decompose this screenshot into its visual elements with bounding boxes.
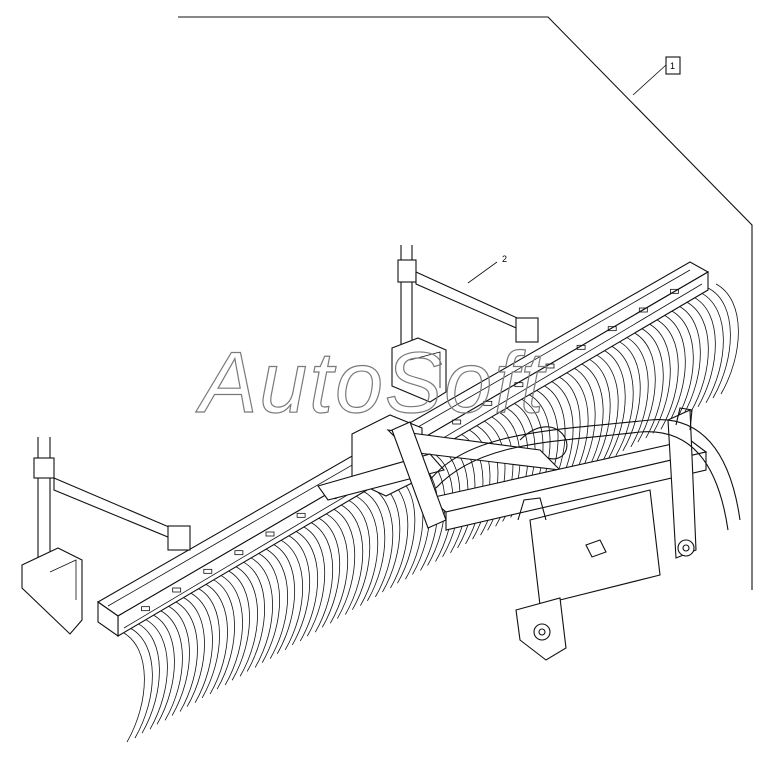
tine xyxy=(242,561,265,672)
beam-hole xyxy=(607,326,617,332)
tine-edge xyxy=(685,301,709,412)
tine-edge xyxy=(234,565,258,677)
angle-link xyxy=(391,421,447,529)
tine-edge xyxy=(189,592,213,703)
tine xyxy=(467,428,491,540)
tine-edge xyxy=(219,574,243,686)
tine xyxy=(692,296,716,408)
beam-hole xyxy=(576,344,586,350)
tine xyxy=(347,499,371,610)
hydraulic-hoses xyxy=(429,419,741,531)
tine-edge xyxy=(670,310,694,421)
tine-edge xyxy=(174,601,198,712)
callout-2-label: 2 xyxy=(502,254,507,264)
beam-hole xyxy=(203,568,213,574)
tine-edge xyxy=(144,618,168,730)
tine-edge xyxy=(295,530,319,642)
tine-edge xyxy=(655,318,679,430)
tine-edge xyxy=(700,292,724,404)
beam-hole xyxy=(483,400,493,406)
tine xyxy=(362,490,386,602)
tine xyxy=(587,358,611,469)
right-support-arm xyxy=(415,271,539,343)
tine-edge xyxy=(580,363,604,474)
tine-edge xyxy=(325,512,349,624)
beam-hole xyxy=(670,288,679,294)
tine-edge xyxy=(595,354,619,465)
tine-edge xyxy=(159,610,183,721)
left-support-arm xyxy=(53,477,191,551)
tine-edge xyxy=(250,557,273,668)
tine xyxy=(181,596,205,707)
beam-hole xyxy=(265,531,275,537)
tine xyxy=(151,614,175,725)
tine-edge xyxy=(715,283,739,395)
tine-edge xyxy=(475,424,499,536)
tine xyxy=(121,631,145,743)
callout-2[interactable]: 2 xyxy=(467,254,507,284)
tine-edge xyxy=(280,539,304,650)
tine xyxy=(302,525,326,637)
beam-hole xyxy=(452,419,462,425)
tine xyxy=(317,516,341,628)
beam-hole xyxy=(141,606,150,612)
tine xyxy=(677,305,701,416)
callout-1[interactable]: 1 xyxy=(632,56,681,96)
tine xyxy=(136,622,160,734)
tine-edge xyxy=(640,327,664,439)
tine-edge xyxy=(625,336,649,448)
beam-hole xyxy=(296,512,306,518)
tine xyxy=(211,578,235,690)
beam-hole xyxy=(638,307,648,313)
tine xyxy=(272,543,296,654)
tine xyxy=(332,508,356,619)
callout-1-label: 1 xyxy=(670,61,675,71)
beam-hole xyxy=(514,382,524,388)
tine-edge xyxy=(355,495,379,606)
beam-hole xyxy=(234,550,244,556)
tine-edge xyxy=(340,504,364,615)
tine-edge xyxy=(129,627,153,739)
tine-edge xyxy=(370,486,394,598)
tine xyxy=(617,340,641,452)
tine xyxy=(662,314,686,425)
tine xyxy=(226,569,250,681)
tine-edge xyxy=(265,548,289,659)
tine-edge xyxy=(310,521,334,633)
tine xyxy=(602,349,626,460)
tine xyxy=(632,331,656,443)
tine xyxy=(287,534,311,646)
tine xyxy=(166,605,190,716)
beam-hole xyxy=(545,363,555,369)
autosoft-watermark: AutoSoft xyxy=(195,335,547,431)
tine xyxy=(196,587,220,699)
group-frame-line xyxy=(178,16,753,590)
tine xyxy=(257,552,281,663)
beam-hole xyxy=(172,587,182,593)
tine-edge xyxy=(204,583,228,695)
tine xyxy=(707,287,731,399)
left-upright-post xyxy=(21,437,83,635)
hitch-frame xyxy=(428,407,708,661)
right-upright-post xyxy=(391,245,447,403)
tine-edge xyxy=(610,345,634,456)
